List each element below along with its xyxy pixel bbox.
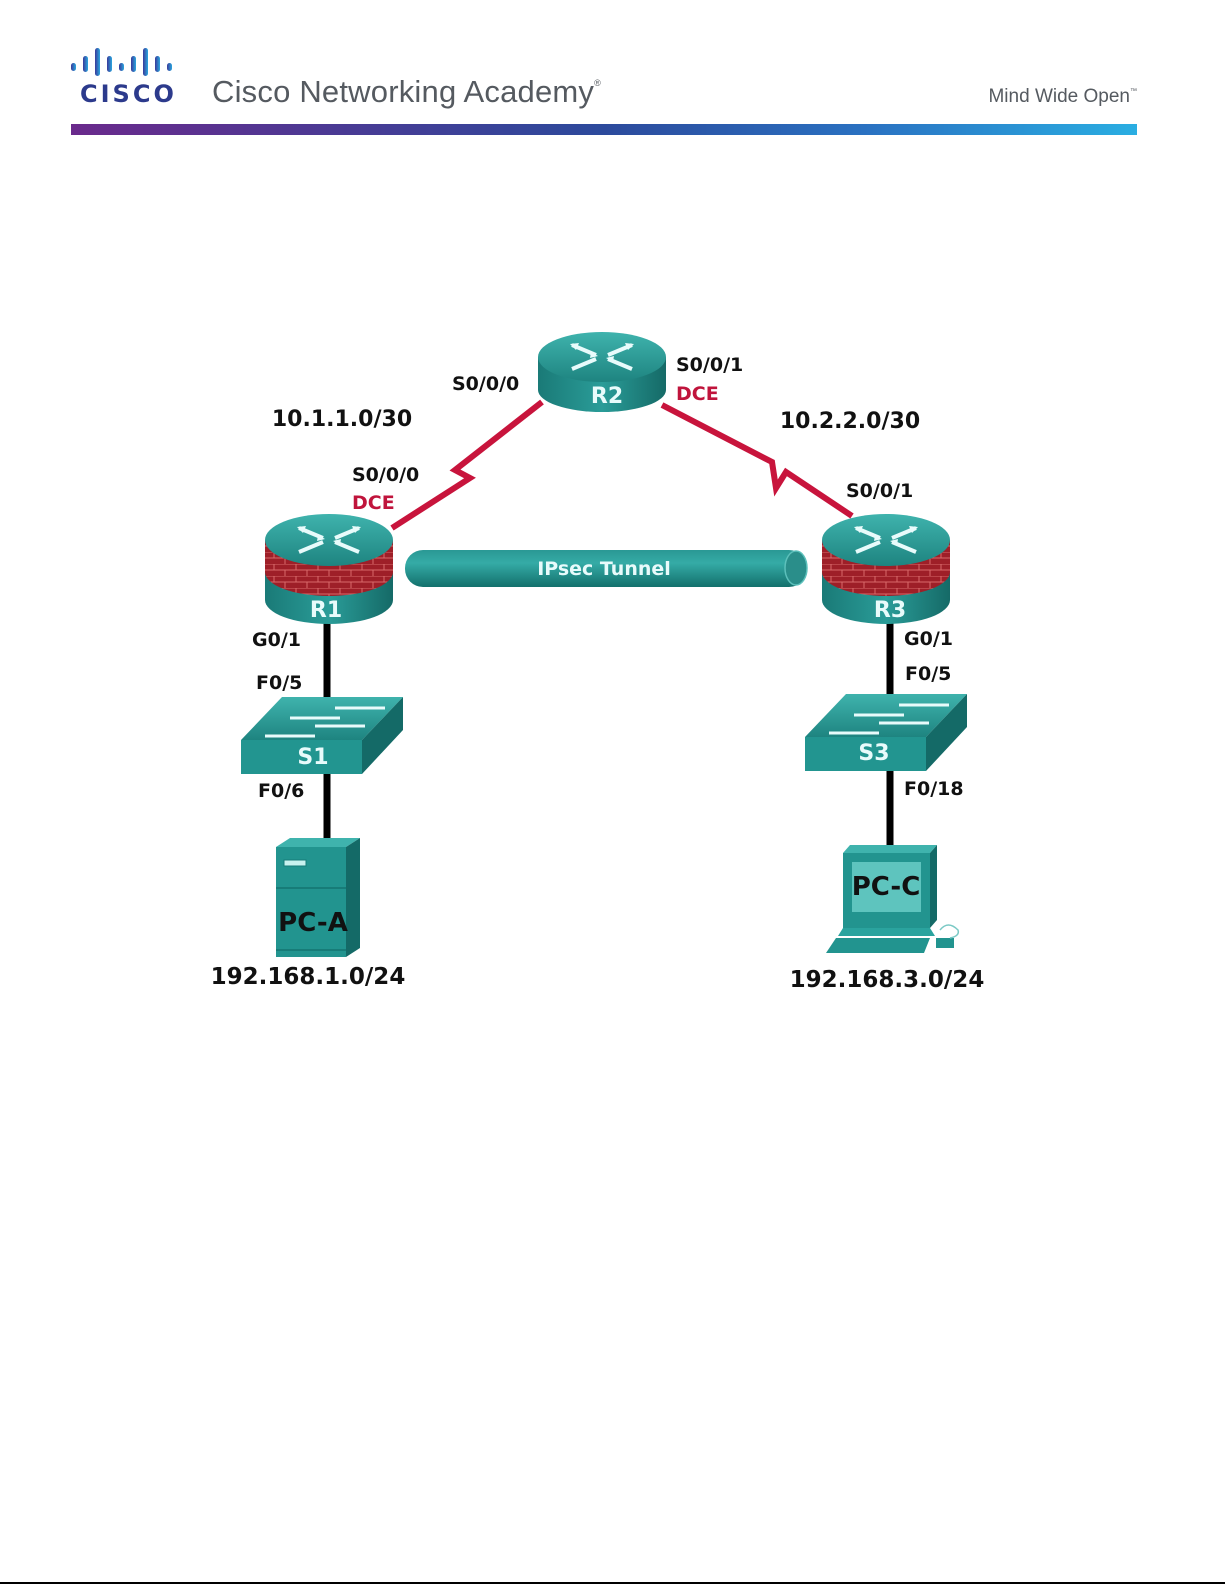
interface-label-s3-f018: F0/18 (904, 778, 964, 800)
interface-label-r3-s001: S0/0/1 (846, 480, 913, 502)
interface-label-r2-s000: S0/0/0 (452, 373, 519, 395)
router-r3-label: R3 (874, 598, 906, 623)
interface-label-s1-f05: F0/5 (256, 672, 302, 694)
server-pca-icon (276, 838, 360, 957)
interface-label-s3-f05: F0/5 (905, 663, 951, 685)
network-label-r2-r3: 10.2.2.0/30 (780, 409, 920, 434)
network-label-lan-c: 192.168.3.0/24 (790, 967, 985, 993)
interface-label-r3-g01: G0/1 (904, 628, 953, 650)
interface-label-r2-s001: S0/0/1 (676, 354, 743, 376)
footer-rule (0, 1582, 1225, 1584)
interface-label-s1-f06: F0/6 (258, 780, 304, 802)
router-r1-label: R1 (310, 598, 342, 623)
ipsec-tunnel-label: IPsec Tunnel (537, 558, 671, 580)
router-r2-label: R2 (591, 384, 623, 409)
pc-pcc-label: PC-C (852, 872, 921, 902)
dce-label-r1: DCE (352, 492, 395, 514)
network-label-lan-a: 192.168.1.0/24 (211, 964, 406, 990)
dce-label-r2: DCE (676, 383, 719, 405)
network-label-r1-r2: 10.1.1.0/30 (272, 407, 412, 432)
switch-s1-label: S1 (297, 745, 328, 770)
switch-s3-label: S3 (858, 741, 889, 766)
server-pca-label: PC-A (278, 908, 348, 938)
interface-label-r1-g01: G0/1 (252, 629, 301, 651)
interface-label-r1-s000: S0/0/0 (352, 464, 419, 486)
